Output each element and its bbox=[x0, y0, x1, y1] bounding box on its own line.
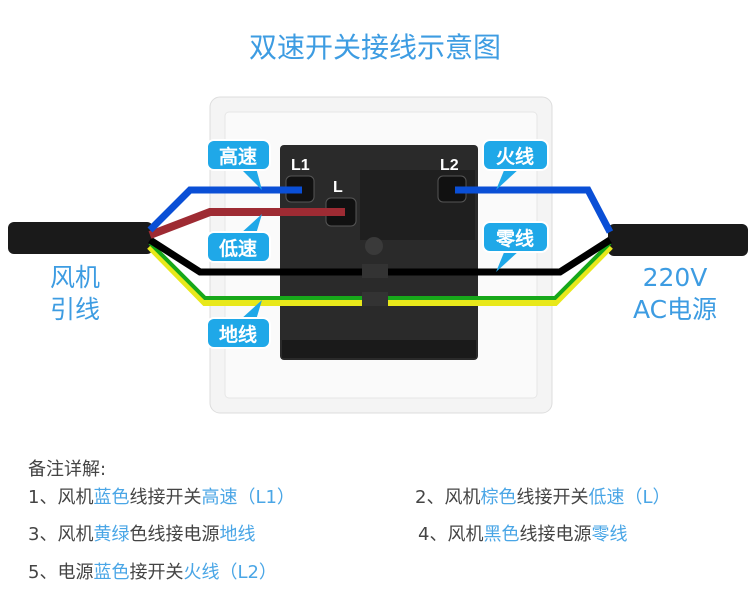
note-row: 5、电源蓝色接开关火线（L2） bbox=[28, 558, 277, 584]
note-text: 接开关 bbox=[129, 562, 184, 583]
fan-lead-line2: 引线 bbox=[49, 295, 100, 324]
bubble-neutral: 零线 bbox=[482, 221, 549, 272]
svg-text:低速: 低速 bbox=[218, 237, 257, 260]
bubble-live: 火线 bbox=[482, 139, 549, 190]
note-row: 3、风机黄绿色线接电源地线 bbox=[28, 520, 255, 546]
note-highlight: 蓝色 bbox=[93, 562, 130, 583]
note-text: 1、风机 bbox=[28, 487, 94, 508]
terminal-l1-label: L1 bbox=[291, 157, 310, 174]
note-highlight: 蓝色 bbox=[93, 487, 130, 508]
note-highlight: 地线 bbox=[219, 524, 256, 545]
svg-text:高速: 高速 bbox=[219, 145, 257, 168]
note-row: 4、风机黑色线接电源零线 bbox=[418, 520, 627, 546]
note-highlight: 棕色 bbox=[480, 487, 517, 508]
note-text: 3、风机 bbox=[28, 524, 94, 545]
fan-cable bbox=[8, 222, 153, 254]
terminal-l2-label: L2 bbox=[440, 157, 459, 174]
note-row: 2、风机棕色线接开关低速（L） bbox=[415, 483, 670, 509]
notes-header: 备注详解: bbox=[28, 459, 107, 480]
power-line1: 220V bbox=[642, 263, 708, 292]
bubble-low-speed: 低速 bbox=[206, 214, 271, 263]
blue-wire-fan bbox=[147, 186, 302, 233]
note-highlight: 黄绿 bbox=[93, 524, 130, 545]
bubble-ground: 地线 bbox=[206, 300, 271, 349]
note-text: 线接开关 bbox=[516, 487, 589, 508]
note-highlight: 零线 bbox=[591, 524, 628, 545]
fan-lead-label: 风机 引线 bbox=[40, 262, 110, 326]
diagram-title: 双速开关接线示意图 bbox=[248, 31, 501, 64]
note-highlight: 黑色 bbox=[483, 524, 520, 545]
note-text: 色线接电源 bbox=[129, 524, 220, 545]
note-highlight: 火线（L2） bbox=[183, 562, 277, 583]
power-line2: AC电源 bbox=[632, 295, 718, 324]
note-text: 2、风机 bbox=[415, 487, 481, 508]
fan-lead-line1: 风机 bbox=[49, 263, 100, 292]
wiring-diagram: L1 L L2 高速 低速 地线 火线 零线 bbox=[8, 96, 748, 414]
terminal-l-label: L bbox=[333, 179, 343, 196]
note-text: 4、风机 bbox=[418, 524, 484, 545]
blue-wire-power bbox=[455, 186, 614, 234]
note-highlight: 低速（L） bbox=[588, 487, 671, 508]
brown-wire bbox=[148, 208, 345, 239]
note-text: 线接开关 bbox=[129, 487, 202, 508]
note-text: 5、电源 bbox=[28, 562, 94, 583]
note-text: 线接电源 bbox=[519, 524, 592, 545]
svg-text:地线: 地线 bbox=[219, 323, 257, 346]
note-row: 1、风机蓝色线接开关高速（L1） bbox=[28, 483, 295, 509]
note-highlight: 高速（L1） bbox=[201, 487, 295, 508]
power-label: 220V AC电源 bbox=[615, 262, 735, 326]
svg-text:零线: 零线 bbox=[495, 227, 534, 250]
svg-text:火线: 火线 bbox=[496, 145, 534, 168]
bubble-high-speed: 高速 bbox=[206, 139, 271, 190]
power-cable bbox=[608, 224, 748, 256]
